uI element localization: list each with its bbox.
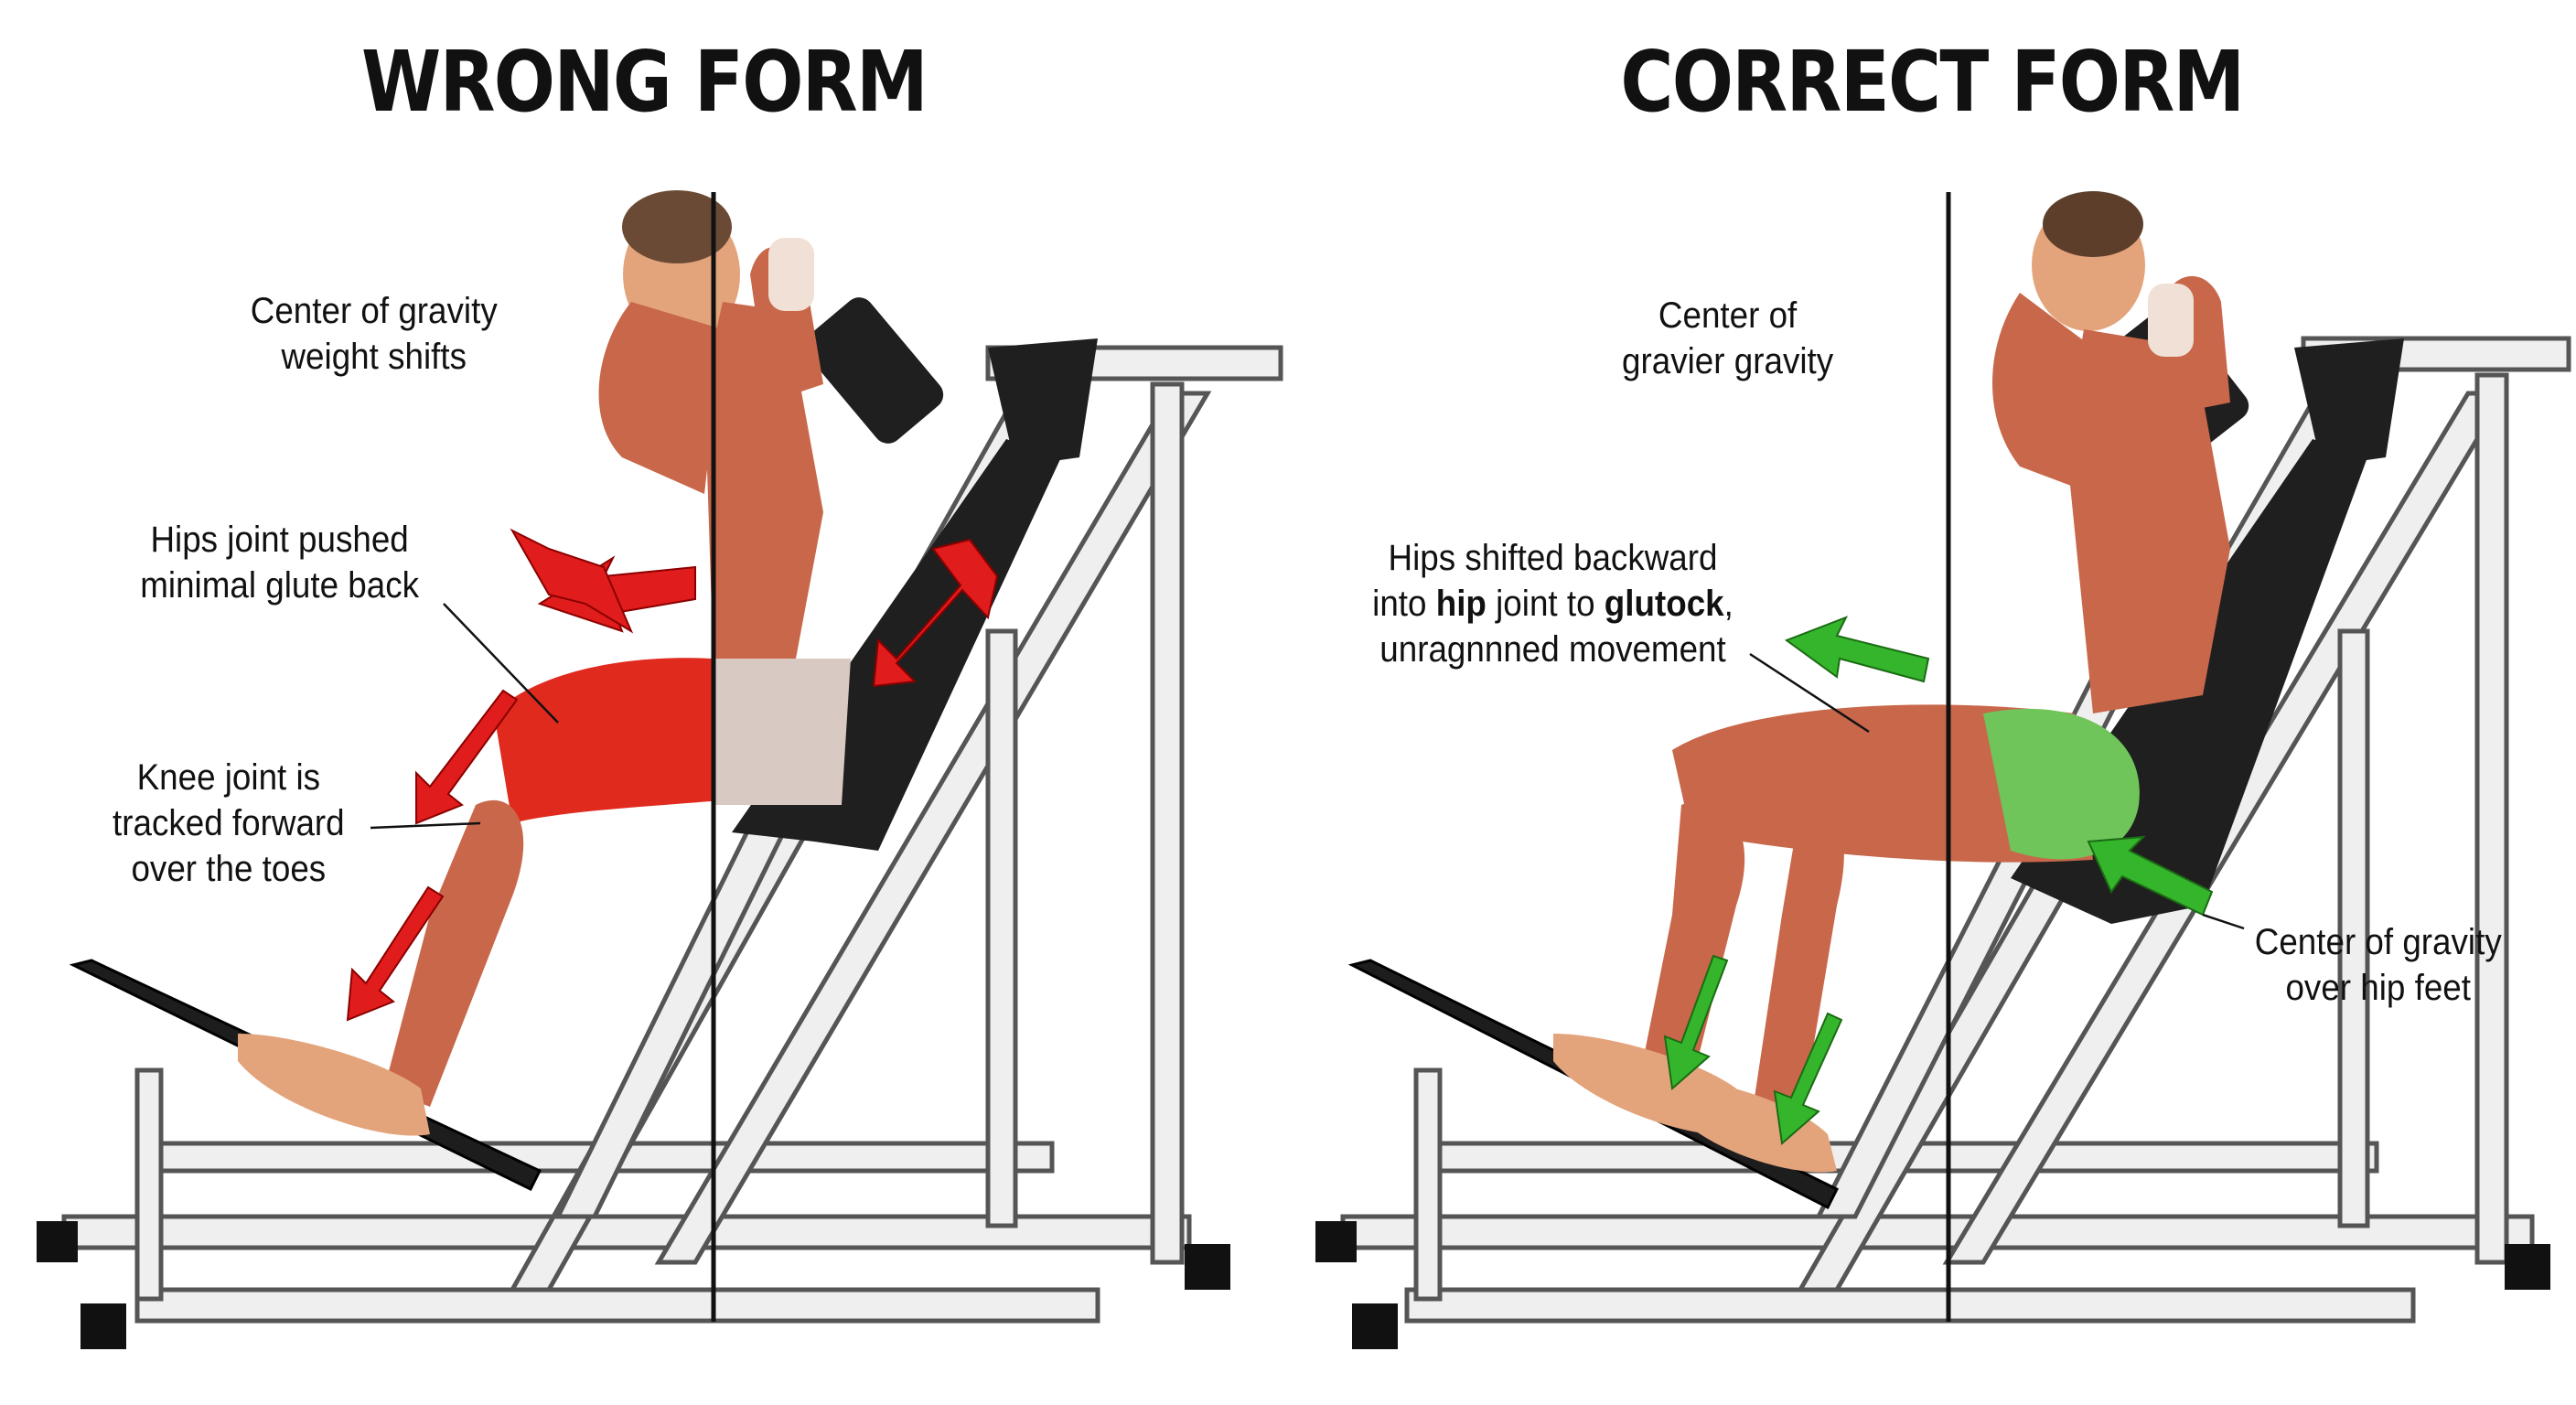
correct-arrows [1663, 616, 2214, 1145]
leader-line [2202, 913, 2245, 930]
correct-form-panel: CORRECT FORM [1288, 0, 2576, 1405]
wrong-hips-label: Hips joint pushed minimal glute back [140, 520, 419, 606]
correct-form-illustration [1315, 191, 2571, 1349]
arrow-icon [415, 689, 519, 825]
leader-line [370, 821, 481, 830]
wrong-form-title: WRONG FORM [361, 33, 928, 131]
correct-center-gravity-label: Center of gravier gravity [1622, 295, 1834, 381]
machine-feet [1315, 1221, 2550, 1349]
correct-feet-label: Center of gravity over hip feet [2254, 922, 2502, 1008]
arrow-icon [1773, 1012, 1843, 1145]
athlete-figure [238, 190, 851, 1136]
arrow-icon [510, 528, 634, 634]
athlete-figure [1553, 191, 2230, 1173]
correct-form-title: CORRECT FORM [1620, 33, 2245, 131]
arrow-icon [872, 538, 999, 688]
correct-hips-label: Hips shifted backward into hip joint to … [1372, 538, 1733, 670]
wrong-form-panel: WRONG FORM [37, 33, 1283, 1349]
wrong-arrows [346, 528, 999, 1022]
arrow-icon [1784, 616, 1930, 683]
arrow-icon [2087, 835, 2214, 917]
leader-line [1749, 652, 1870, 734]
arrow-icon [346, 885, 445, 1022]
wrong-knee-label: Knee joint is tracked forward over the t… [113, 757, 345, 889]
wrong-form-illustration [37, 190, 1283, 1349]
machine-feet [37, 1221, 1230, 1349]
leader-line [443, 603, 559, 724]
arrow-icon [1663, 954, 1729, 1090]
wrong-center-gravity-label: Center of gravity weight shifts [250, 291, 498, 377]
